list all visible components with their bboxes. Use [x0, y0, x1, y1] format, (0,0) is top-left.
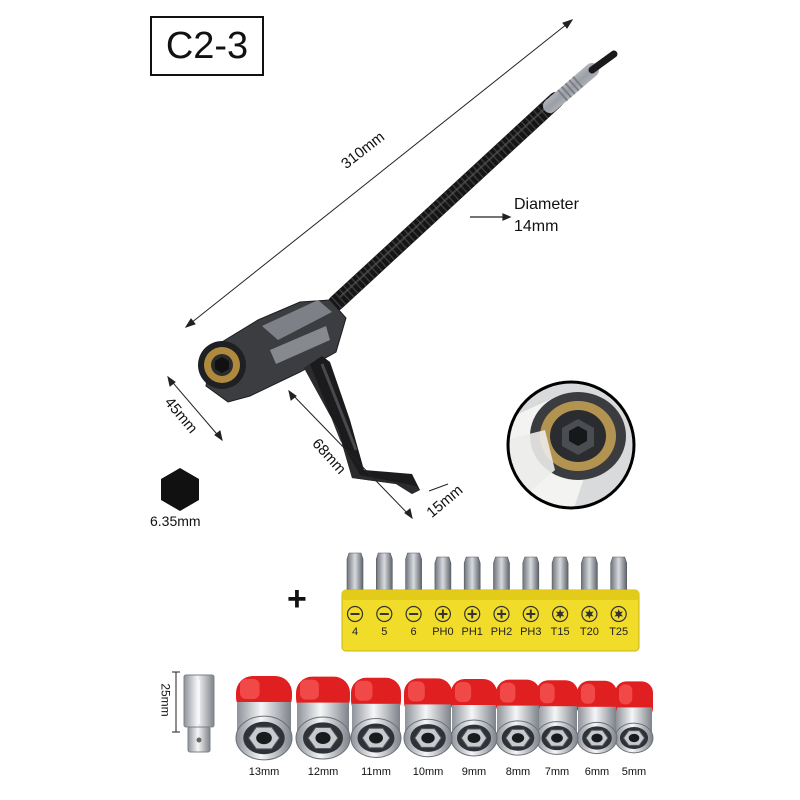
- socket-size-label: 10mm: [412, 766, 444, 778]
- socket-size-label: 5mm: [621, 766, 647, 778]
- length-dimension-line: [184, 19, 574, 328]
- bit-type-icon: [405, 605, 422, 623]
- bit-type-icon: [581, 605, 598, 623]
- bit-holder: [341, 552, 640, 652]
- side-handle: [304, 356, 420, 494]
- bit-type-icon: [551, 605, 569, 623]
- bit-type-icon: [610, 605, 627, 623]
- screwdriver-bit: [522, 556, 540, 592]
- hex-size-label: 6.35mm: [150, 513, 201, 529]
- bit-type-icon: [464, 605, 481, 623]
- socket: [614, 681, 654, 754]
- bit-label: T20: [579, 626, 599, 638]
- hex-shank-icon: [161, 468, 199, 511]
- bit-label: PH2: [490, 626, 513, 638]
- socket-size-label: 9mm: [461, 766, 487, 778]
- plus-sign: +: [287, 580, 307, 618]
- bit-label: T15: [550, 626, 570, 638]
- model-code: C2-3: [150, 16, 264, 76]
- bit-label: PH0: [432, 626, 454, 638]
- screwdriver-bit: [610, 556, 627, 592]
- screwdriver-bit: [493, 556, 510, 592]
- socket-size-label: 13mm: [248, 766, 280, 778]
- right-angle-head: [198, 299, 347, 403]
- bit-type-icon: [346, 605, 364, 623]
- socket-size-label: 6mm: [584, 766, 610, 778]
- flexible-shaft: [328, 50, 618, 311]
- socket-size-label: 7mm: [544, 766, 570, 778]
- screwdriver-bit: [376, 552, 393, 592]
- diameter-label: Diameter: [514, 196, 579, 213]
- diameter-arrow: [470, 213, 512, 221]
- bit-tips: [346, 552, 627, 592]
- socket: [450, 679, 498, 757]
- screwdriver-bit: [463, 556, 481, 592]
- bit-type-icon: [376, 605, 393, 623]
- diameter-value: 14mm: [514, 218, 559, 235]
- bit-type-icon: [522, 605, 539, 623]
- screwdriver-bit: [581, 556, 598, 592]
- socket: [576, 680, 618, 755]
- bit-label: PH3: [520, 626, 542, 638]
- adapter-length-dimension-line: [172, 671, 180, 733]
- bit-label: 6: [410, 626, 417, 638]
- bit-label: 4: [351, 626, 359, 638]
- handle-length-dimension-line: [288, 389, 413, 520]
- screwdriver-bit: [346, 552, 364, 592]
- bit-type-icon: [493, 605, 510, 623]
- adapter-length-label: 25mm: [158, 683, 173, 717]
- bit-label: PH1: [461, 626, 483, 638]
- socket: [403, 678, 453, 758]
- socket: [350, 677, 402, 758]
- screwdriver-bit: [405, 552, 422, 592]
- bit-label: T25: [609, 626, 629, 638]
- socket: [535, 680, 579, 755]
- socket: [235, 676, 293, 761]
- socket-set: [235, 676, 654, 761]
- socket-size-label: 11mm: [361, 766, 391, 778]
- handle-width-dimension-line: [428, 483, 449, 492]
- socket-size-label: 12mm: [307, 766, 339, 778]
- bit-label: 5: [381, 626, 388, 638]
- socket-adapter: [183, 674, 215, 753]
- socket: [495, 679, 541, 756]
- bit-symbols: [346, 605, 627, 623]
- screwdriver-bit: [434, 556, 452, 592]
- socket-size-label: 8mm: [505, 766, 531, 778]
- screwdriver-bit: [551, 556, 569, 592]
- socket: [295, 676, 351, 760]
- head-width-dimension-line: [167, 375, 223, 442]
- socket-detail-inset: [506, 380, 636, 510]
- bit-type-icon: [434, 605, 451, 623]
